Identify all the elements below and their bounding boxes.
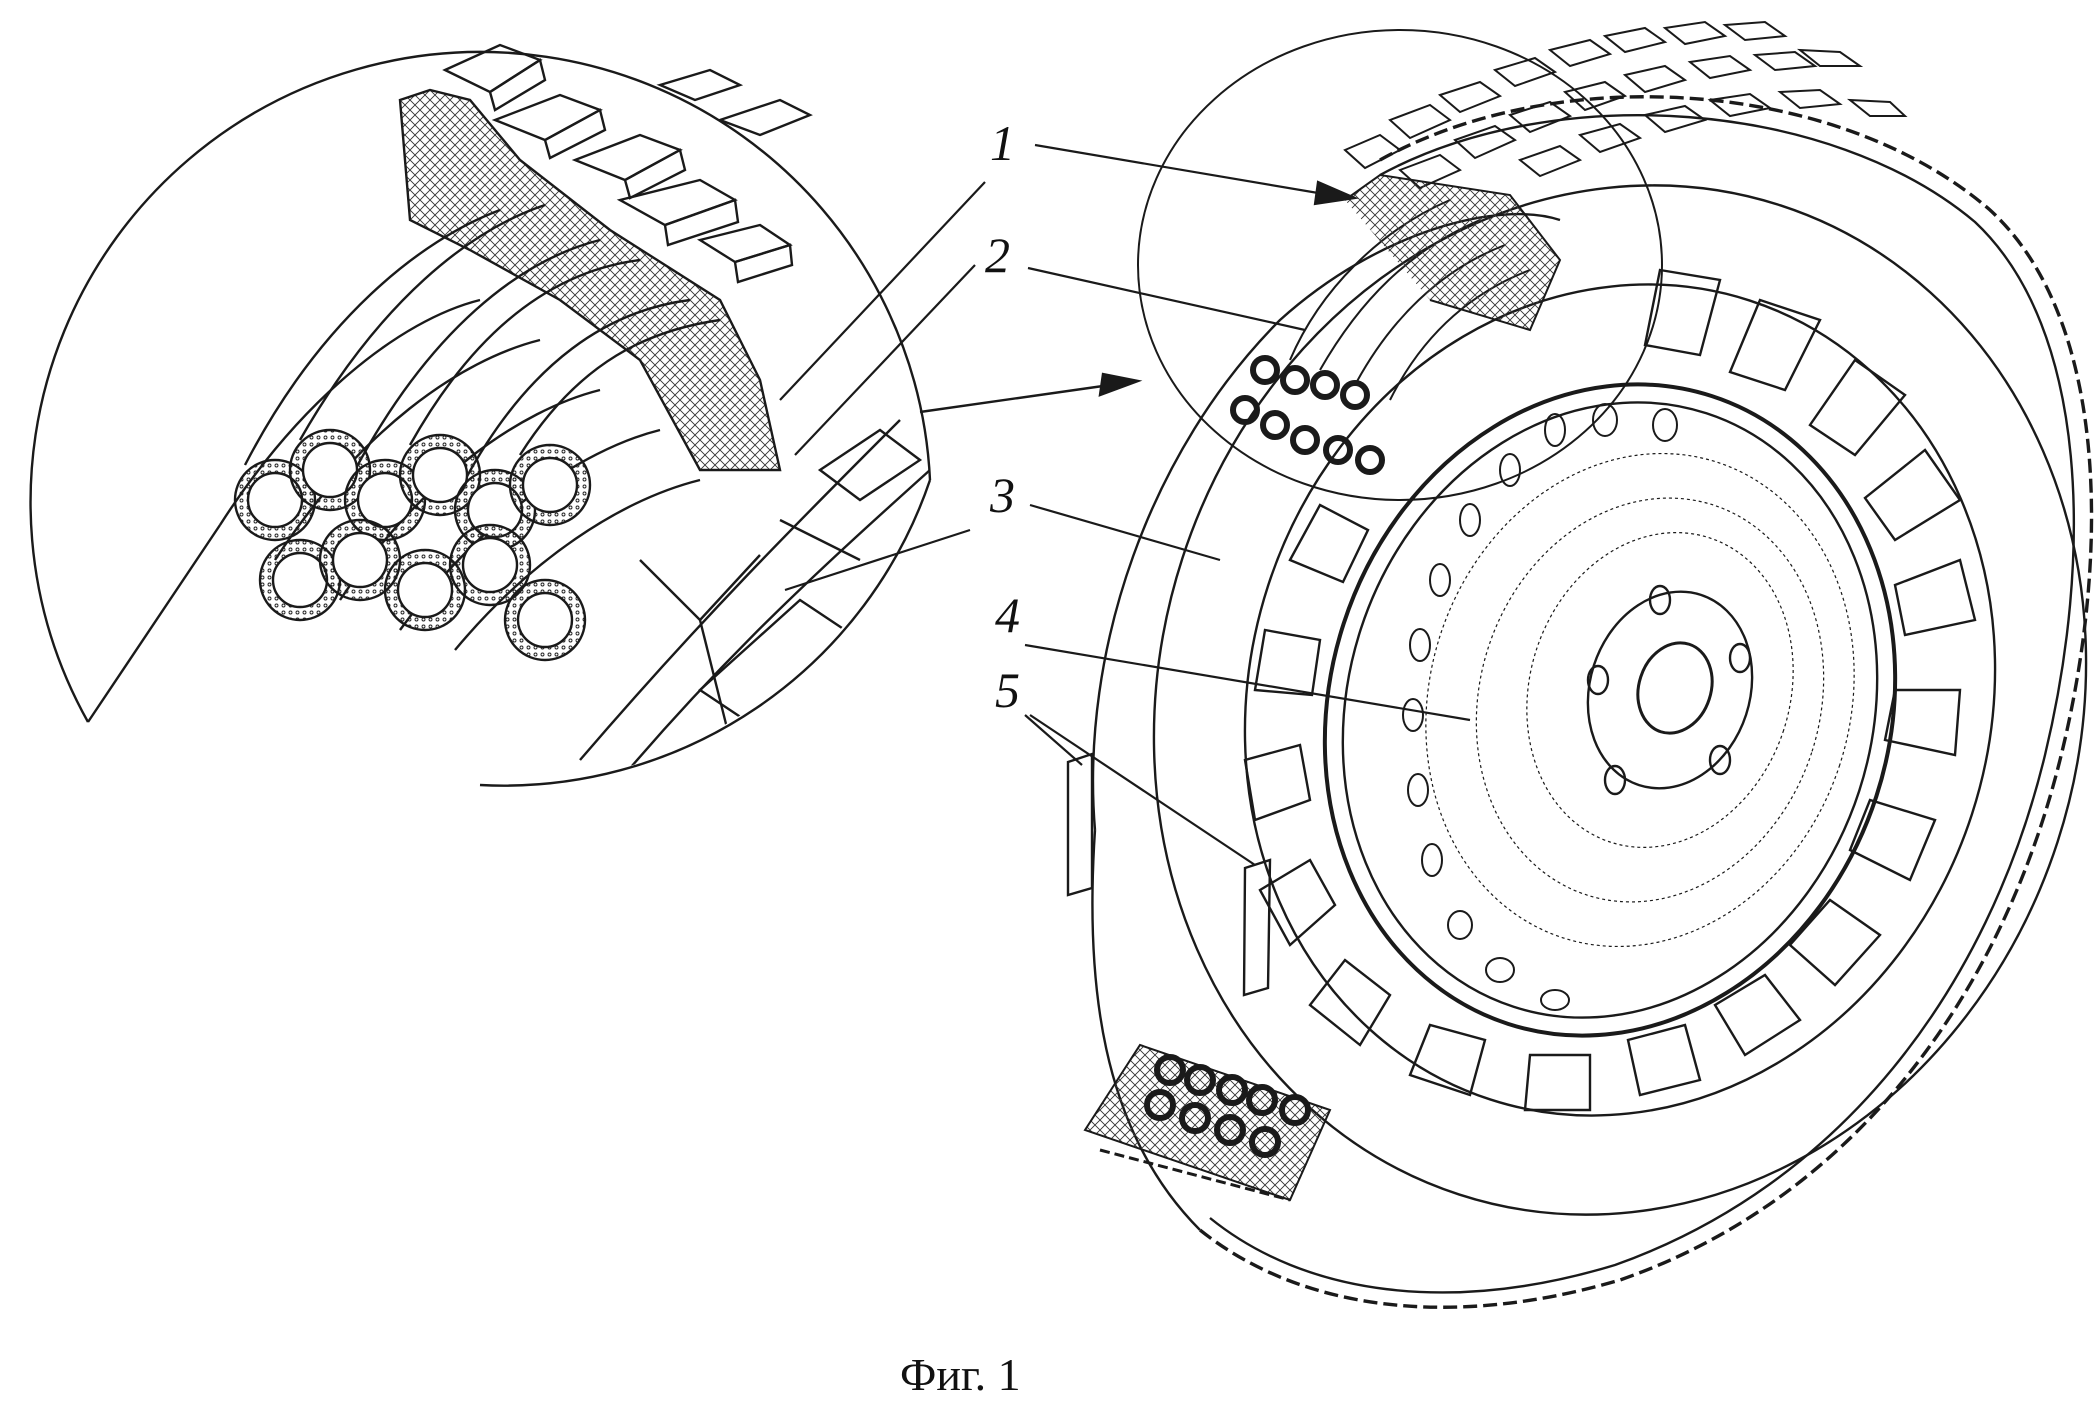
label-3: 3 [990, 467, 1015, 523]
hub [1586, 590, 1754, 790]
label-1: 1 [990, 115, 1015, 171]
wheel [1066, 20, 2094, 1309]
bottom-cutaway [1083, 1043, 1332, 1202]
tire-outer [1198, 95, 2094, 1309]
figure-caption: Фиг. 1 [900, 1349, 1021, 1400]
label-5: 5 [995, 662, 1020, 718]
tube-cross-sections [233, 428, 592, 662]
label-2: 2 [985, 227, 1010, 283]
rim-sector [579, 419, 931, 781]
spoke-cells [1243, 268, 1977, 1112]
detail-marker-circle [1137, 29, 1663, 501]
bolt-holes [1586, 584, 1752, 796]
rim-outer [1322, 382, 1898, 1038]
support-blocks [1066, 752, 1272, 997]
rim-holes [1402, 403, 1678, 1011]
tread-blocks [442, 43, 813, 284]
label-4: 4 [995, 587, 1020, 643]
leader-lines [779, 143, 1471, 866]
detail-view [29, 43, 932, 787]
detail-arrow [919, 372, 1143, 414]
main-tread [1343, 20, 1908, 190]
